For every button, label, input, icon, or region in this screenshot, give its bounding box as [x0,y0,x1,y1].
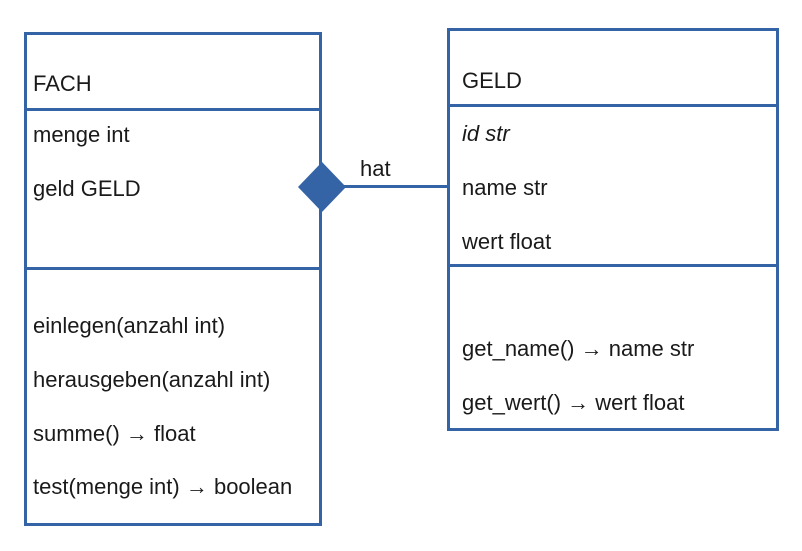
class-geld-name: GELD [462,68,522,93]
class-fach-attribute: menge int [33,122,130,147]
class-fach-name: FACH [33,71,92,96]
class-geld-method: get_wert() → wert float [462,390,685,415]
class-fach: FACH menge int geld GELD einlegen(anzahl… [24,32,322,526]
association-line [340,185,450,188]
class-geld-methods-section: get_name() → name str get_wert() → wert … [450,264,776,428]
class-geld-attribute-id: id str [462,121,510,146]
class-fach-method: herausgeben(anzahl int) [33,367,271,392]
class-fach-method: test(menge int) → boolean [33,474,293,499]
association-label: hat [360,156,391,181]
class-fach-method: summe() → float [33,421,196,446]
class-fach-attributes-section: menge int geld GELD [27,108,319,268]
class-fach-name-section: FACH [27,35,319,111]
class-geld-method: get_name() → name str [462,336,695,361]
class-fach-method: einlegen(anzahl int) [33,313,226,338]
class-fach-methods-section: einlegen(anzahl int) herausgeben(anzahl … [27,267,319,523]
class-fach-attribute: geld GELD [33,176,141,201]
class-geld-attributes-section: id str name str wert float [450,104,776,266]
class-geld: GELD id str name str wert float get_name… [447,28,779,431]
class-geld-attribute: wert float [462,229,552,254]
class-geld-attribute: name str [462,175,548,200]
class-geld-name-section: GELD [450,31,776,107]
